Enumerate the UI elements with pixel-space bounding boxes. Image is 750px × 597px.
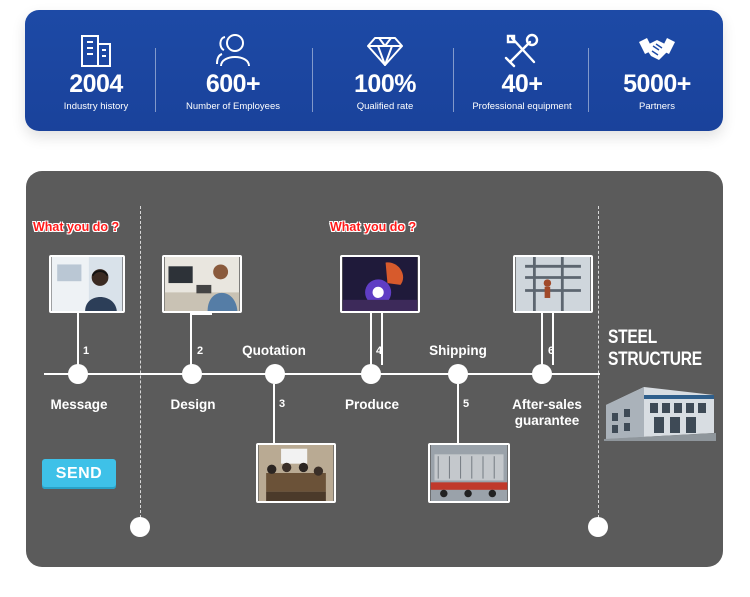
- steel-title-line: STEEL: [608, 327, 657, 348]
- stat-value: 2004: [69, 70, 123, 98]
- step-label: Shipping: [429, 343, 487, 358]
- step-label: Message: [50, 397, 108, 412]
- connector: [541, 313, 554, 365]
- connector: [370, 313, 383, 365]
- step-dot: [532, 364, 552, 384]
- customer-service-photo: [49, 255, 125, 313]
- step-dot: [448, 364, 468, 384]
- step-number: 5: [463, 398, 470, 410]
- stat-value: 40+: [501, 70, 543, 98]
- step-number: 4: [376, 345, 383, 357]
- stat-qualified-rate: 100% Qualified rate: [335, 10, 435, 131]
- stat-partners: 5000+ Partners: [611, 10, 703, 131]
- step-label: After-sales guarantee: [512, 397, 582, 428]
- step-number: 1: [83, 345, 90, 357]
- step-dot: [361, 364, 381, 384]
- step-dot: [265, 364, 285, 384]
- building-icon: [81, 35, 111, 67]
- connector: [190, 313, 212, 365]
- stat-value: 600+: [205, 70, 261, 98]
- step-number: 3: [279, 398, 286, 410]
- step-number: 6: [548, 345, 555, 357]
- stat-label: Professional equipment: [472, 101, 572, 112]
- designer-desk-photo: [162, 255, 242, 313]
- divider: [588, 48, 589, 112]
- steel-structure-title: STEEL STRUCTURE: [608, 327, 702, 371]
- what-you-do-label: What you do ?: [330, 220, 417, 234]
- diamond-icon: [367, 37, 403, 66]
- step-label: Produce: [344, 397, 399, 412]
- tools-icon: [504, 33, 539, 68]
- end-dot: [588, 517, 608, 537]
- step-dot: [68, 364, 88, 384]
- send-button[interactable]: SEND: [42, 459, 116, 489]
- meeting-photo: [256, 443, 336, 503]
- end-dot: [130, 517, 150, 537]
- handshake-icon: [639, 38, 675, 60]
- stat-value: 100%: [354, 70, 416, 98]
- steel-title-line: STRUCTURE: [608, 349, 702, 370]
- timeline-line: [44, 373, 600, 375]
- stat-value: 5000+: [623, 70, 691, 98]
- users-icon: [216, 34, 250, 67]
- stats-banner: 2004 Industry history 600+ Number of Emp…: [25, 10, 723, 131]
- stat-label: Qualified rate: [356, 101, 414, 112]
- truck-loading-photo: [428, 443, 510, 503]
- factory-building-illustration: [604, 383, 716, 441]
- divider: [453, 48, 454, 112]
- stat-label: Industry history: [63, 101, 129, 112]
- connector: [370, 313, 372, 365]
- step-dot: [182, 364, 202, 384]
- step-label: Design: [170, 397, 216, 412]
- dashed-divider: [140, 206, 141, 518]
- welding-photo: [340, 255, 420, 313]
- step-number: 2: [197, 345, 204, 357]
- step-label: Quotation: [242, 343, 306, 358]
- dashed-divider: [598, 206, 599, 518]
- connector: [541, 313, 543, 365]
- what-you-do-label: What you do ?: [33, 220, 120, 234]
- steel-frame-photo: [513, 255, 593, 313]
- connector: [273, 384, 275, 444]
- divider: [155, 48, 156, 112]
- stat-employees: 600+ Number of Employees: [175, 10, 291, 131]
- stat-equipment: 40+ Professional equipment: [465, 10, 579, 131]
- stat-industry-history: 2004 Industry history: [45, 10, 147, 131]
- connector: [77, 313, 88, 365]
- stat-label: Number of Employees: [186, 101, 280, 112]
- divider: [312, 48, 313, 112]
- connector: [457, 384, 459, 444]
- stat-label: Partners: [639, 101, 675, 112]
